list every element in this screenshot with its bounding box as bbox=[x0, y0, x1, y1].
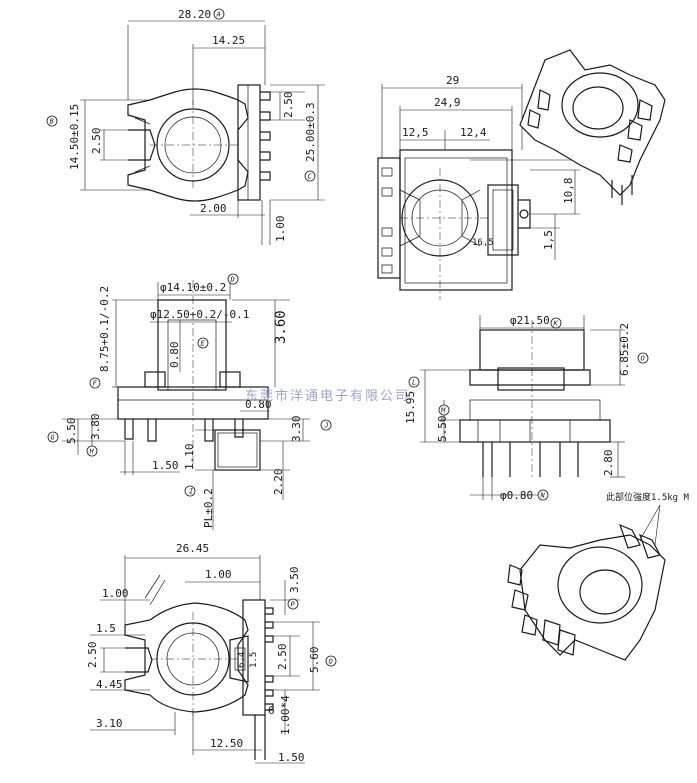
dim-3-30: 3.30 bbox=[290, 416, 303, 443]
dim-10-8: 10,8 bbox=[562, 178, 575, 205]
top-left-view: 28.20 14.25 14.50±0.15 2.50 2.50 25.00±0… bbox=[46, 8, 325, 245]
dim-1-50-bottom: 1.50 bbox=[278, 751, 305, 764]
dim-29: 29 bbox=[446, 74, 459, 87]
bubble-n: N bbox=[540, 492, 546, 500]
dim-0-80-vertical: 0.80 bbox=[168, 342, 181, 369]
dim-14-50: 14.50±0.15 bbox=[68, 104, 81, 170]
dim-1-5-center: 1.5 bbox=[249, 652, 259, 668]
dim-phi-0-80: φ0.80 bbox=[500, 489, 533, 502]
pin-label-6: 6 bbox=[268, 704, 275, 717]
dim-5-50: 5.50 bbox=[65, 418, 78, 445]
dim-2-50-left: 2.50 bbox=[90, 128, 103, 155]
dim-1-00-top: 1.00 bbox=[205, 568, 232, 581]
dim-1-00x4: 1.00*4 bbox=[279, 695, 292, 735]
isometric-view-bottom bbox=[507, 523, 666, 661]
bottom-left-view: 26.45 1.00 1.00 3.50 1.5 2.50 4.45 3.10 … bbox=[86, 542, 337, 764]
dim-1-5: 1,5 bbox=[542, 230, 555, 250]
bubble-e: E bbox=[201, 340, 206, 348]
dim-1-5-left: 1.5 bbox=[96, 622, 116, 635]
strength-note: 此部位強度1.5kg M bbox=[606, 491, 690, 503]
mid-left-view: φ14.10±0.2 φ12.50+0.2/-0.1 8.75+0.1/-0.2… bbox=[47, 273, 332, 530]
bubble-i: I bbox=[189, 488, 194, 496]
dim-25-00: 25.00±0.3 bbox=[304, 102, 317, 162]
dim-5-60: 5.60 bbox=[308, 647, 321, 674]
dim-pl: PL±0.2 bbox=[202, 488, 215, 528]
bubble-k: K bbox=[553, 320, 559, 328]
dim-1-00: 1.00 bbox=[274, 216, 287, 243]
dim-2-80: 2.80 bbox=[602, 450, 615, 477]
bubble-o: O bbox=[641, 355, 645, 363]
dim-3-10: 3.10 bbox=[96, 717, 123, 730]
bubble-g: G bbox=[51, 434, 56, 442]
bubble-c: C bbox=[308, 173, 313, 181]
dim-2-20: 2.20 bbox=[272, 469, 285, 496]
top-right-view: 29 24,9 12,5 12,4 10,8 1,5 16,5 bbox=[377, 74, 580, 300]
dim-15-95: 15.95 bbox=[404, 391, 417, 424]
dim-2-50-bottom-left: 2.50 bbox=[86, 642, 99, 669]
dim-1-50: 1.50 bbox=[152, 459, 179, 472]
dim-24-9: 24,9 bbox=[434, 96, 461, 109]
mid-right-view: φ21.50 6.85±0.2 15.95 5.50 2.80 φ0.80 K … bbox=[404, 314, 649, 502]
bubble-m: M bbox=[440, 407, 446, 415]
bubble-b: B bbox=[50, 118, 54, 126]
dim-3-60: 3.60 bbox=[273, 310, 289, 344]
dim-5-50-right: 5.50 bbox=[436, 416, 449, 443]
dim-16-5: 16,5 bbox=[472, 238, 494, 248]
dim-1-00-left: 1.00 bbox=[102, 587, 129, 600]
dim-12-5: 12,5 bbox=[402, 126, 429, 139]
dim-6-4: 6.4 bbox=[237, 652, 247, 668]
bubble-h: H bbox=[89, 448, 95, 456]
dim-6-85: 6.85±0.2 bbox=[618, 323, 631, 376]
dim-1-10: 1.10 bbox=[183, 444, 196, 471]
dim-28-20: 28.20 bbox=[178, 8, 211, 21]
dim-2-00: 2.00 bbox=[200, 202, 227, 215]
bubble-j: J bbox=[324, 422, 329, 430]
dim-4-45: 4.45 bbox=[96, 678, 123, 691]
dim-2-50-bottom-right: 2.50 bbox=[276, 644, 289, 671]
dim-3-50: 3.50 bbox=[288, 567, 301, 594]
bubble-d: D bbox=[230, 276, 235, 284]
bubble-a: A bbox=[216, 11, 221, 19]
bubble-f: F bbox=[93, 380, 98, 388]
dim-0-80-horizontal: 0.80 bbox=[245, 398, 272, 411]
dim-2-50-right: 2.50 bbox=[282, 92, 295, 119]
bubble-q: Q bbox=[329, 658, 333, 666]
bubble-p: P bbox=[291, 601, 296, 609]
dim-phi-12-50: φ12.50+0.2/-0.1 bbox=[150, 308, 249, 321]
dim-26-45: 26.45 bbox=[176, 542, 209, 555]
dim-3-80: 3.80 bbox=[89, 414, 102, 441]
dim-phi-14-10: φ14.10±0.2 bbox=[160, 281, 226, 294]
dim-14-25: 14.25 bbox=[212, 34, 245, 47]
dim-12-4: 12,4 bbox=[460, 126, 487, 139]
bubble-l: L bbox=[412, 379, 416, 387]
dim-8-75: 8.75+0.1/-0.2 bbox=[98, 286, 111, 372]
dim-phi-21-50: φ21.50 bbox=[510, 314, 550, 327]
dim-12-50: 12.50 bbox=[210, 737, 243, 750]
watermark: 东莞市洋通电子有限公司 bbox=[245, 388, 410, 404]
isometric-view-top bbox=[519, 49, 666, 205]
